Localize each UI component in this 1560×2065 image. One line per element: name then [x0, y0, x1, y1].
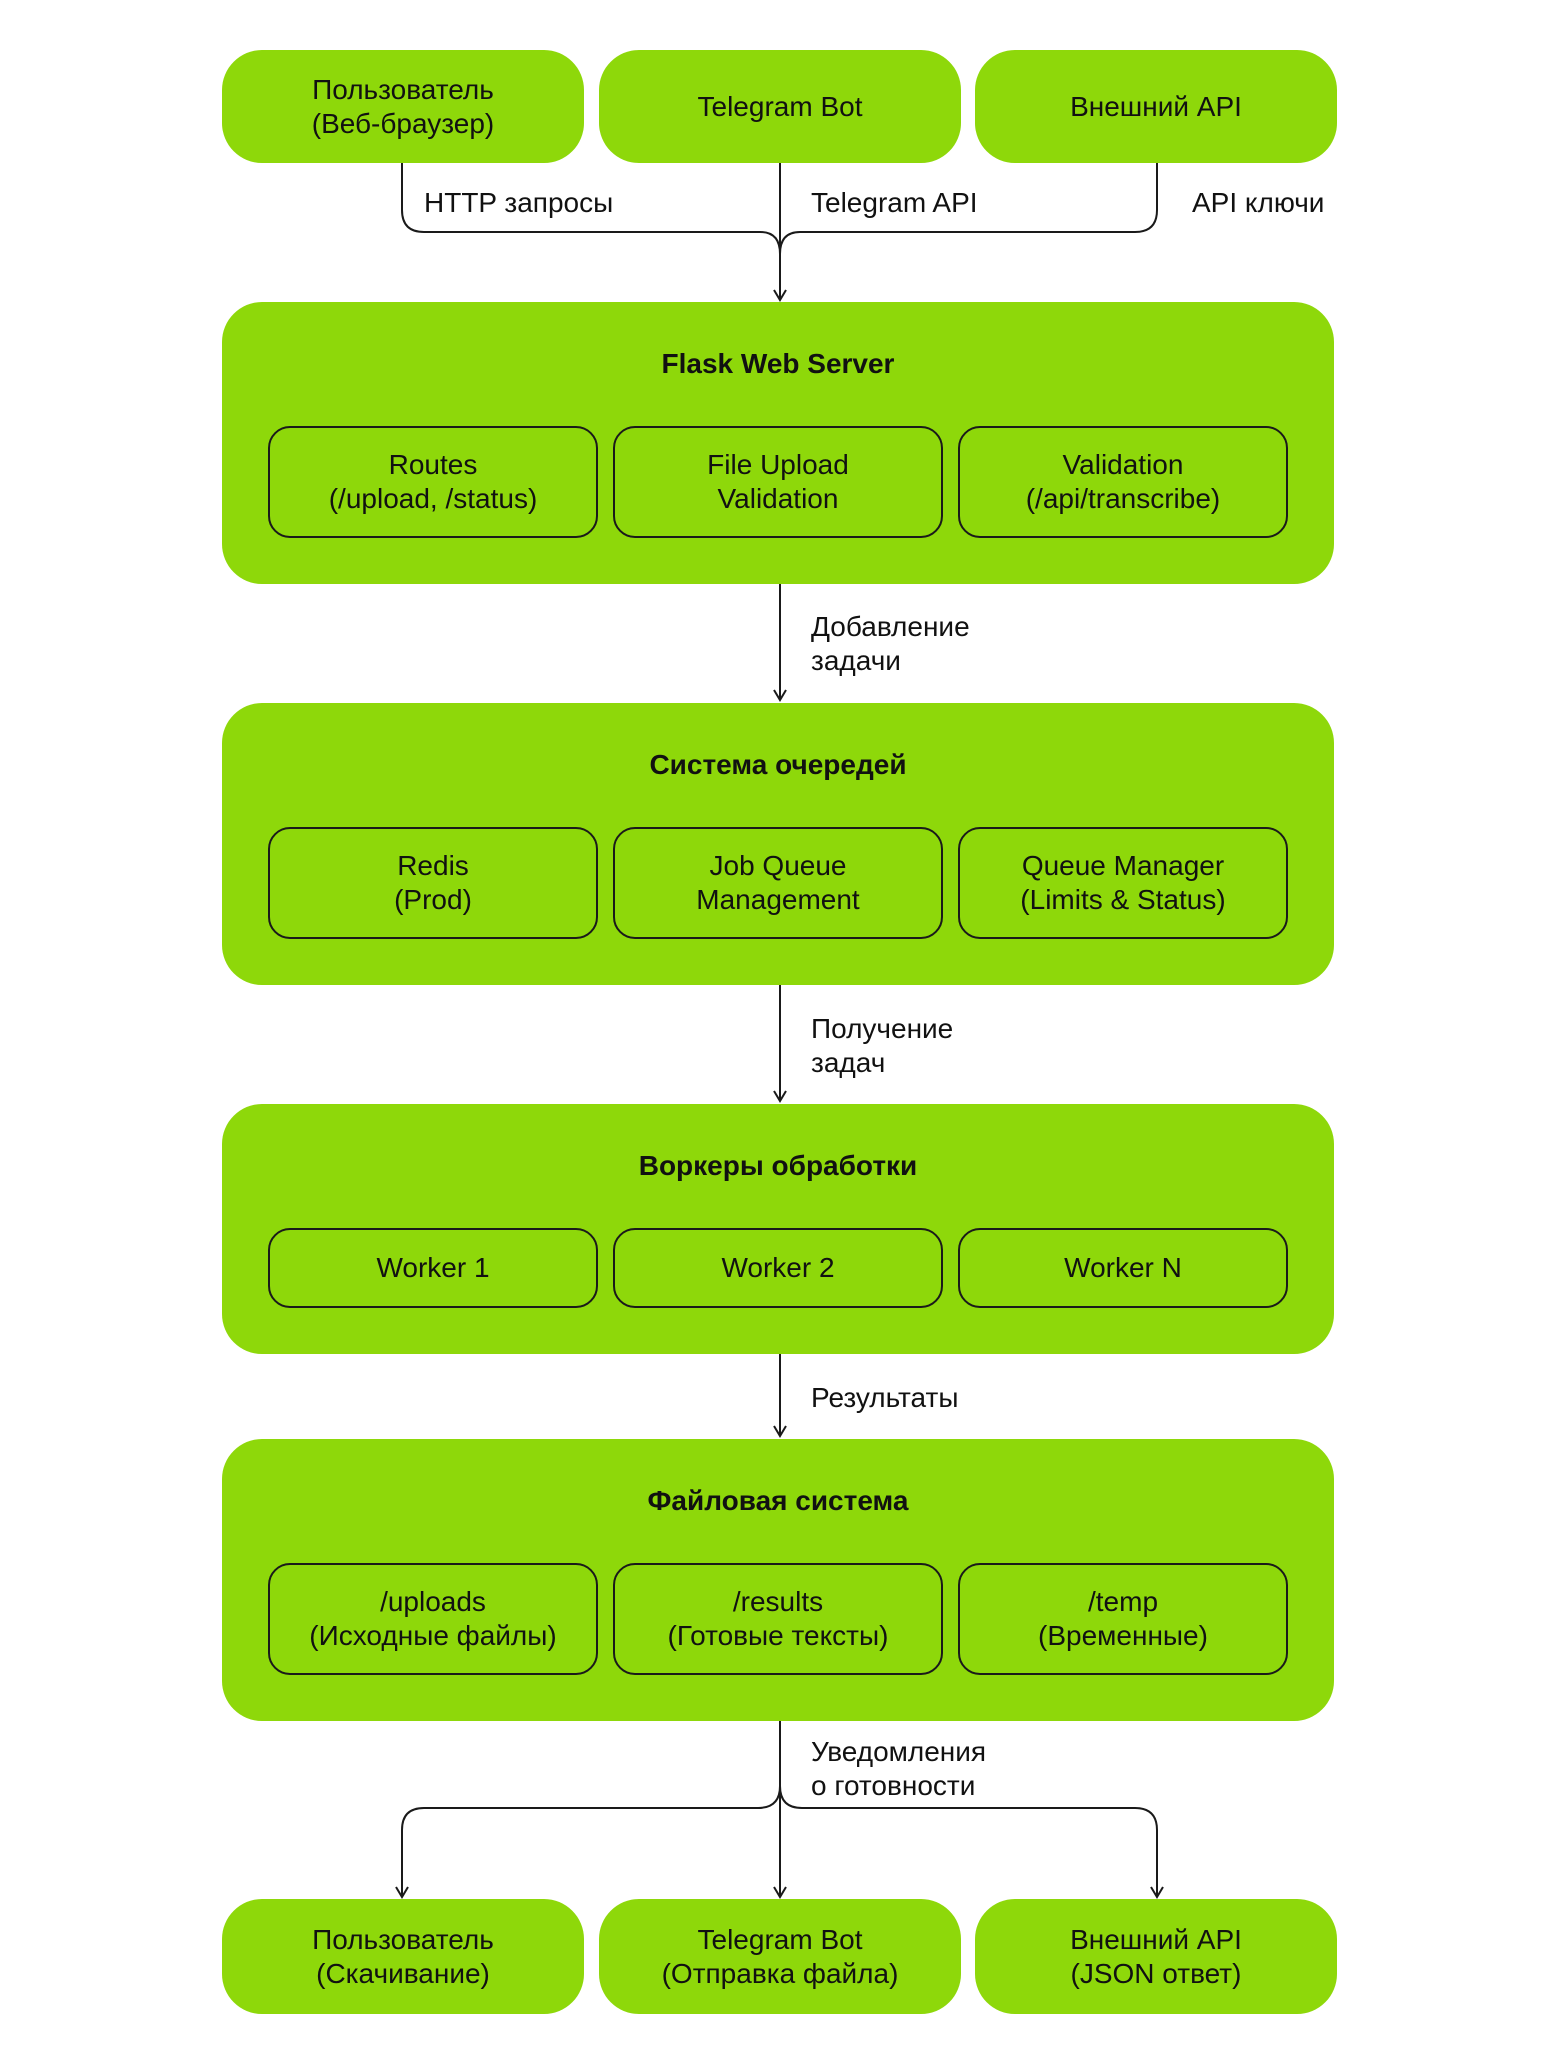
output-api-line2: (JSON ответ) [1070, 1957, 1242, 1989]
queue-item-job-queue: Job Queue Management [613, 827, 943, 939]
arrow-label-notifications: Уведомления о готовности [811, 1735, 986, 1803]
source-telegram-line1: Telegram Bot [697, 90, 863, 122]
queue-item-job-queue-line1: Job Queue [709, 850, 847, 881]
queue-item-manager-line2: (Limits & Status) [1020, 884, 1226, 915]
worker-item-2-label: Worker 2 [721, 1252, 835, 1283]
arrow-label-results: Результаты [811, 1381, 958, 1415]
flask-item-upload-line1: File Upload [707, 449, 849, 480]
arrow-label-add-task-line1: Добавление [811, 611, 970, 642]
flask-item-validation-line1: Validation [1062, 449, 1184, 480]
flask-item-validation-line2: (/api/transcribe) [1025, 483, 1221, 514]
section-queue: Система очередей Redis (Prod) Job Queue … [222, 703, 1334, 985]
source-api-line1: Внешний API [1070, 90, 1242, 122]
arrowhead-to-output-3 [1150, 1886, 1164, 1899]
queue-item-manager: Queue Manager (Limits & Status) [958, 827, 1288, 939]
label-api-keys: API ключи [1192, 187, 1325, 218]
output-box-user: Пользователь (Скачивание) [222, 1899, 584, 2014]
flask-item-routes-line2: (/upload, /status) [328, 483, 538, 514]
flask-item-upload: File Upload Validation [613, 426, 943, 538]
files-item-uploads-line2: (Исходные файлы) [309, 1620, 557, 1651]
section-workers: Воркеры обработки Worker 1 Worker 2 Work… [222, 1104, 1334, 1354]
queue-item-manager-line1: Queue Manager [1021, 850, 1225, 881]
source-user-line1: Пользователь [312, 73, 494, 105]
label-telegram-api: Telegram API [811, 187, 978, 218]
output-telegram-line2: (Отправка файла) [661, 1957, 899, 1989]
source-box-api: Внешний API [975, 50, 1337, 163]
section-workers-title: Воркеры обработки [638, 1150, 918, 1181]
section-files-title: Файловая система [647, 1485, 909, 1516]
source-box-user: Пользователь (Веб-браузер) [222, 50, 584, 163]
output-api-line1: Внешний API [1070, 1923, 1242, 1955]
files-item-uploads: /uploads (Исходные файлы) [268, 1563, 598, 1675]
files-item-results: /results (Готовые тексты) [613, 1563, 943, 1675]
arrow-label-notifications-line1: Уведомления [811, 1736, 987, 1767]
files-item-temp-line2: (Временные) [1038, 1620, 1208, 1651]
worker-item-1: Worker 1 [268, 1228, 598, 1308]
files-item-results-line2: (Готовые тексты) [667, 1620, 889, 1651]
arrowhead-to-output-2 [773, 1886, 787, 1899]
source-user-line2: (Веб-браузер) [311, 107, 495, 139]
files-item-uploads-line1: /uploads [380, 1586, 486, 1617]
section-flask: Flask Web Server Routes (/upload, /statu… [222, 302, 1334, 584]
section-flask-title: Flask Web Server [661, 348, 895, 379]
arrow-label-add-task-line2: задачи [811, 645, 901, 676]
connector-source-3 [779, 162, 1158, 255]
flask-item-upload-line2: Validation [717, 483, 839, 514]
arrow-label-notifications-line2: о готовности [811, 1770, 976, 1801]
arrowhead-to-queue [773, 689, 787, 702]
arrow-label-add-task: Добавление задачи [811, 610, 970, 678]
output-box-telegram: Telegram Bot (Отправка файла) [599, 1899, 961, 2014]
arrow-label-get-tasks-line2: задач [811, 1047, 886, 1078]
output-box-api: Внешний API (JSON ответ) [975, 1899, 1337, 2014]
worker-item-2: Worker 2 [613, 1228, 943, 1308]
connector-source-1 [401, 162, 781, 255]
section-queue-title: Система очередей [649, 749, 907, 780]
arrowhead-to-files [773, 1425, 787, 1438]
connector-files-output-3 [779, 1785, 1158, 1897]
files-item-temp: /temp (Временные) [958, 1563, 1288, 1675]
output-user-line2: (Скачивание) [316, 1957, 490, 1989]
queue-item-redis-line2: (Prod) [394, 884, 472, 915]
output-telegram-line1: Telegram Bot [697, 1923, 863, 1955]
worker-item-n: Worker N [958, 1228, 1288, 1308]
worker-item-n-label: Worker N [1064, 1252, 1182, 1283]
files-item-temp-line1: /temp [1087, 1586, 1159, 1617]
queue-item-redis-line1: Redis [397, 850, 469, 881]
arrowhead-to-workers [773, 1090, 787, 1103]
label-http: HTTP запросы [424, 187, 614, 218]
arrow-label-get-tasks-line1: Получение [811, 1013, 954, 1044]
arrow-label-results-line1: Результаты [811, 1382, 959, 1413]
flask-item-routes: Routes (/upload, /status) [268, 426, 598, 538]
arrowhead-to-flask [773, 289, 787, 302]
arrowhead-to-output-1 [395, 1886, 409, 1899]
section-files: Файловая система /uploads (Исходные файл… [222, 1439, 1334, 1721]
worker-item-1-label: Worker 1 [376, 1252, 490, 1283]
arrow-label-get-tasks: Получение задач [811, 1012, 953, 1080]
queue-item-redis: Redis (Prod) [268, 827, 598, 939]
queue-item-job-queue-line2: Management [696, 884, 860, 915]
connector-files-output-1 [401, 1785, 781, 1897]
output-user-line1: Пользователь [312, 1923, 494, 1955]
flask-item-validation: Validation (/api/transcribe) [958, 426, 1288, 538]
files-item-results-line1: /results [732, 1586, 824, 1617]
flask-item-routes-line1: Routes [388, 449, 478, 480]
source-box-telegram: Telegram Bot [599, 50, 961, 163]
